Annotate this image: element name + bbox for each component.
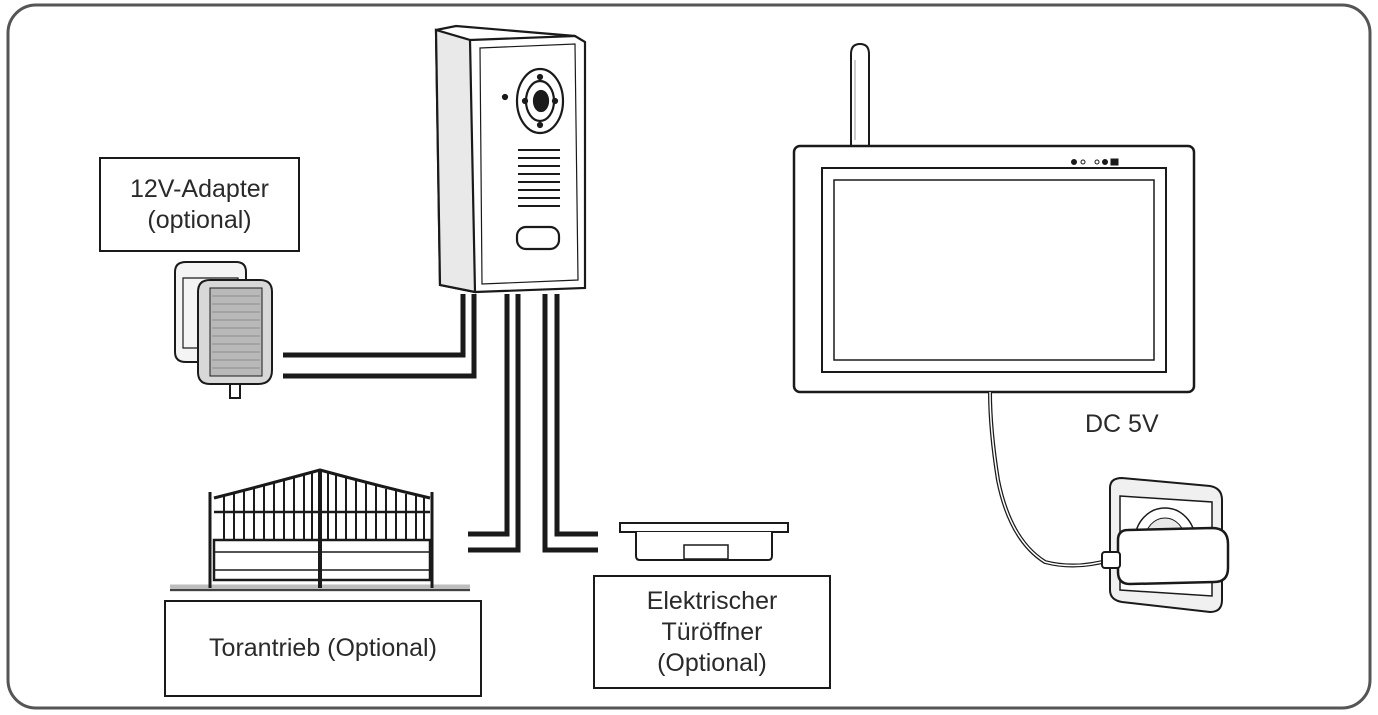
- opener-label-line1: Elektrischer: [646, 586, 778, 615]
- opener-wire-b: [554, 294, 598, 537]
- opener-wire-a: [542, 294, 598, 553]
- camera-lens: [515, 67, 565, 135]
- antenna-icon: [850, 42, 870, 147]
- adapter-wire-b: [283, 294, 477, 379]
- opener-label-line2: Türöffner: [661, 617, 763, 646]
- speaker-grille: [518, 149, 560, 207]
- adapter-label-line1: 12V-Adapter: [130, 174, 269, 203]
- gate-wire-a: [468, 294, 510, 537]
- adapter-label-line2: (optional): [147, 205, 252, 234]
- opener-label-line3: (Optional): [657, 648, 767, 677]
- gate-wire-b: [468, 294, 521, 553]
- adapter-wire-a: [283, 294, 466, 358]
- opener-label: Elektrischer Türöffner (Optional): [593, 575, 831, 689]
- wires: [283, 294, 598, 553]
- power-label: DC 5V: [1085, 410, 1159, 438]
- monitor: [792, 42, 1196, 394]
- gate-icon: [170, 468, 470, 592]
- adapter-label: 12V-Adapter (optional): [99, 157, 300, 252]
- gate-label: Torantrieb (Optional): [164, 600, 482, 697]
- door-opener-icon: [619, 522, 789, 561]
- power-adapter-icon: [174, 261, 273, 399]
- door-station: [434, 24, 587, 294]
- wall-socket-icon: [1101, 476, 1230, 614]
- call-button: [515, 225, 561, 251]
- indicator-leds: [1071, 158, 1119, 166]
- gate-label-text: Torantrieb (Optional): [209, 634, 437, 662]
